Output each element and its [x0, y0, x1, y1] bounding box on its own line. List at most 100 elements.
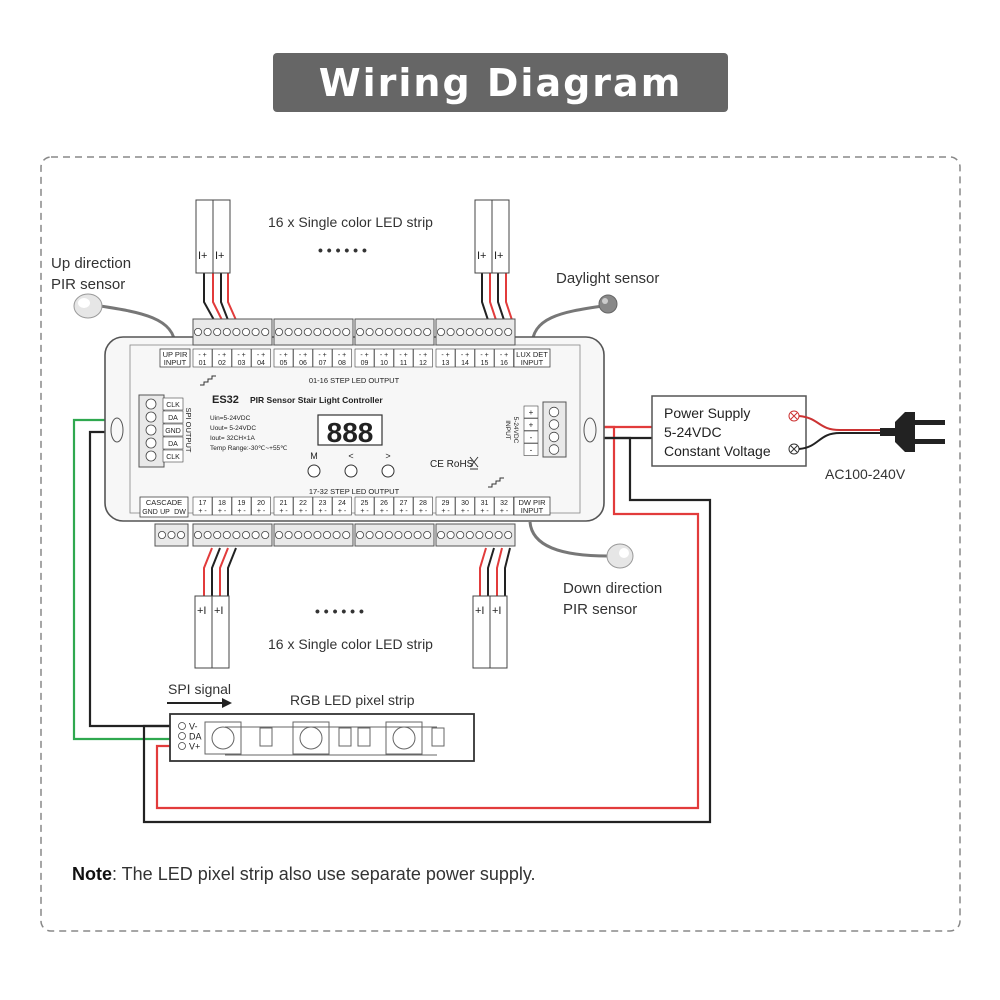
terminal-screw: [261, 531, 270, 540]
terminal-screw: [342, 531, 351, 540]
channel-cell: [332, 348, 352, 368]
power-supply: Power Supply 5-24VDC Constant Voltage: [651, 395, 807, 467]
terminal-screw: [261, 327, 270, 336]
up-pir-input-label: INPUT: [164, 358, 187, 367]
pin-sign-label: - +: [257, 352, 265, 359]
prev-button[interactable]: [344, 464, 358, 478]
input-pin-cell: [523, 443, 539, 456]
terminal-screw: [375, 531, 384, 540]
terminal-screw: [232, 327, 241, 336]
terminal-screw: [222, 531, 231, 540]
pin-sign-label: + -: [500, 508, 509, 515]
terminal-screw: [303, 327, 312, 336]
pin-sign-label: + -: [279, 508, 288, 515]
input-pin-cell: [523, 405, 539, 419]
channel-cell: [231, 496, 252, 516]
led-display-digits: 888: [327, 417, 374, 448]
channel-number: 27: [400, 500, 408, 507]
top-terminal-blocks: [192, 318, 516, 346]
channel-number: 15: [481, 360, 489, 367]
up-pir-sensor-icon: [73, 293, 103, 319]
channel-number: 18: [218, 500, 226, 507]
channel-cell: [231, 348, 252, 368]
terminal-screw: [423, 327, 432, 336]
top-channel-labels: - +01- +02- +03- +04- +05- +06- +07- +08…: [192, 348, 514, 368]
strip-bottom-label: 16 x Single color LED strip: [268, 636, 433, 652]
spi-pin-label: GND: [165, 428, 181, 435]
input-pin-cell: [523, 418, 539, 431]
channel-cell: [374, 496, 394, 516]
spi-signal-label: SPI signal: [168, 681, 232, 697]
pin-sign-label: - +: [318, 352, 326, 359]
channel-cell: [354, 496, 375, 516]
down-pir-sensor-icon: [606, 543, 634, 569]
strip-top-label: 16 x Single color LED strip: [268, 214, 433, 230]
spi-pin-cell: [162, 397, 184, 411]
terminal-screw: [548, 444, 560, 455]
channel-number: 09: [361, 360, 369, 367]
down-pir-cable: [528, 521, 609, 558]
terminal-screw: [167, 531, 176, 540]
terminal-screw: [284, 531, 293, 540]
channel-number: 04: [257, 360, 265, 367]
cascade-label: CASCADE: [146, 498, 182, 507]
terminal-screw: [251, 327, 260, 336]
pin-sign-label: + -: [480, 508, 489, 515]
dashed-frame: [40, 156, 961, 932]
terminal-screw: [157, 531, 166, 540]
m-button[interactable]: [307, 464, 321, 478]
terminal-screw: [484, 531, 493, 540]
spi-pin-label: DA: [168, 415, 178, 422]
pin-sign-label: - +: [419, 352, 427, 359]
input-pin-label: +: [529, 408, 534, 417]
channel-cell: [354, 348, 375, 368]
channel-number: 06: [299, 360, 307, 367]
channel-number: 03: [238, 360, 246, 367]
led-strip-bar: [211, 595, 230, 669]
terminal-screw: [355, 327, 364, 336]
channel-cell: [212, 496, 232, 516]
strip-top-dots: • • • • • •: [318, 242, 367, 258]
terminal-screw: [303, 531, 312, 540]
title-banner: Wiring Diagram: [273, 53, 728, 112]
button-label: >: [385, 451, 390, 461]
terminal-screw: [241, 327, 250, 336]
stairs-icon: [488, 477, 504, 488]
terminal-screw: [375, 327, 384, 336]
pin-sign-label: - +: [237, 352, 245, 359]
channel-number: 26: [380, 500, 388, 507]
terminal-screw: [203, 327, 212, 336]
note: Note: The LED pixel strip also use separ…: [72, 864, 536, 885]
spi-pin-cell: [162, 449, 184, 463]
terminal-screw: [251, 531, 260, 540]
channel-number: 14: [461, 360, 469, 367]
lux-det-input-label: INPUT: [521, 358, 544, 367]
terminal-screw: [355, 531, 364, 540]
channel-number: 01: [199, 360, 207, 367]
pin-sign-label: + -: [218, 508, 227, 515]
channel-cell: [413, 348, 433, 368]
channel-number: 05: [280, 360, 288, 367]
terminal-screw: [394, 531, 403, 540]
terminal-screw: [222, 327, 231, 336]
terminal-screw: [332, 327, 341, 336]
rgb-strip-label: RGB LED pixel strip: [290, 692, 415, 708]
terminal-screw: [365, 327, 374, 336]
wires: [72, 304, 712, 824]
next-button[interactable]: [381, 464, 395, 478]
channel-cell: [293, 348, 313, 368]
weee-icon: [469, 456, 479, 470]
channel-cell: [435, 496, 456, 516]
pin-sign-label: - +: [299, 352, 307, 359]
channel-number: 32: [500, 500, 508, 507]
channel-number: 17: [199, 500, 207, 507]
input-pin-labels: ++--: [523, 405, 539, 456]
pin-sign-label: - +: [461, 352, 469, 359]
spi-pin-cell: [162, 436, 184, 450]
svg-text:+I: +I: [475, 605, 484, 617]
spi-pin-label: CLK: [166, 454, 180, 461]
terminal-screw: [413, 531, 422, 540]
terminal-screw: [145, 450, 157, 462]
terminal-screw: [365, 531, 374, 540]
